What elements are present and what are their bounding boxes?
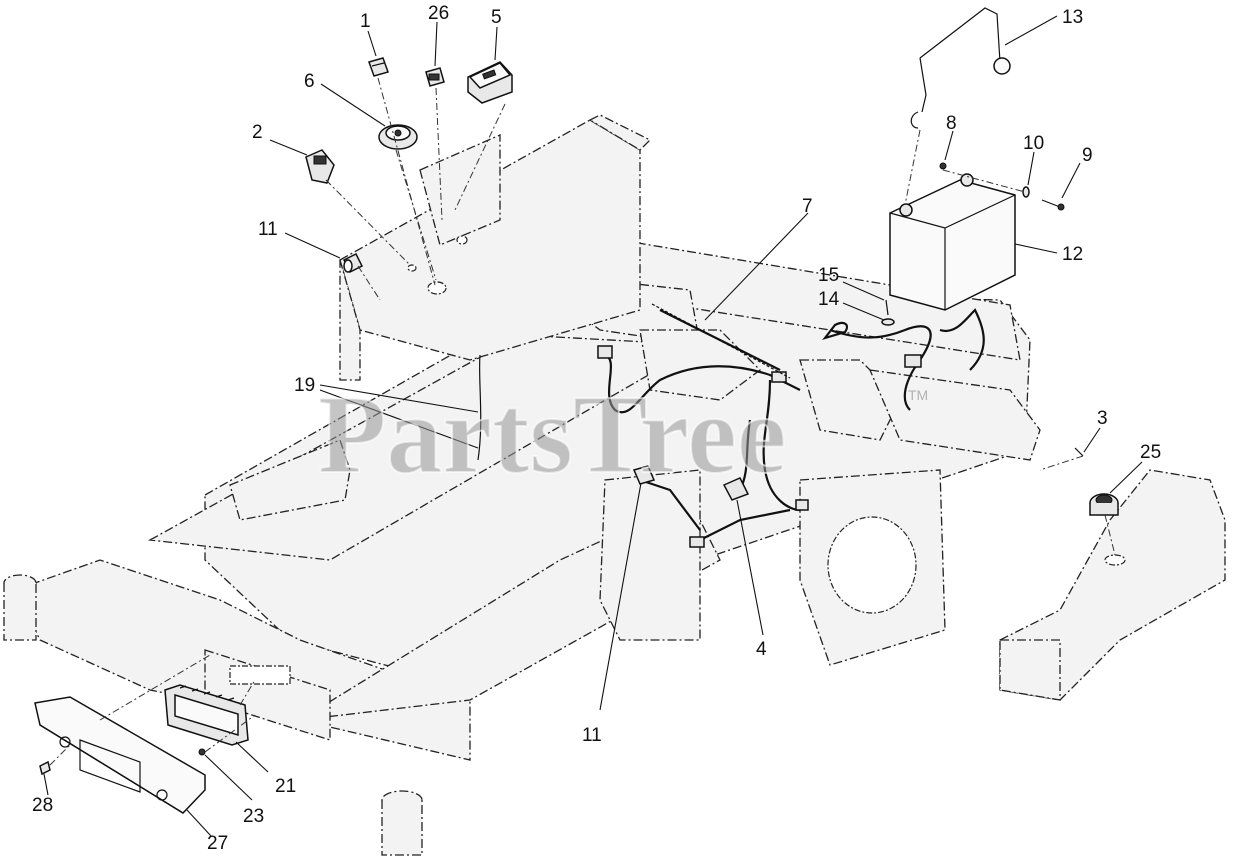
part-10-washer <box>1022 186 1030 198</box>
part-26-switch <box>425 67 445 87</box>
part-21-headlight <box>164 684 249 746</box>
callout-3: 3 <box>1097 408 1108 429</box>
light-mount-opening <box>229 665 291 685</box>
part-25-power-outlet <box>1089 493 1119 516</box>
part-4-connector <box>722 477 750 501</box>
right-side-panel <box>599 469 946 666</box>
callout-14: 14 <box>818 289 840 310</box>
console-mount-hole <box>456 235 468 245</box>
callout-6: 6 <box>304 71 315 92</box>
part-9-bolt <box>1041 199 1065 211</box>
watermark-text: PartsTree <box>318 373 787 497</box>
part-6-ignition-switch <box>378 124 418 150</box>
callout-8: 8 <box>946 113 957 134</box>
callout-15: 15 <box>818 265 839 286</box>
callout-28: 28 <box>32 795 53 816</box>
part-11-connector-lower <box>632 465 656 485</box>
part-13-holddown-rod <box>910 7 1011 129</box>
callout-7: 7 <box>802 196 813 217</box>
callout-5: 5 <box>491 7 502 28</box>
dash-console <box>339 114 652 381</box>
callout-26: 26 <box>428 3 449 24</box>
leader-lines <box>43 15 1143 837</box>
part-14-washer <box>881 318 895 326</box>
watermark: PartsTree TM <box>317 372 928 498</box>
harness-connector <box>771 371 787 383</box>
wheel-motor-opening <box>827 516 917 614</box>
harness-connector <box>689 536 705 548</box>
callout-9: 9 <box>1082 145 1093 166</box>
harness-connector <box>597 345 613 359</box>
watermark-trademark: TM <box>908 387 928 403</box>
callout-2: 2 <box>252 122 263 143</box>
callout-13: 13 <box>1062 7 1083 28</box>
part-5-hour-meter <box>467 61 513 104</box>
callout-23: 23 <box>243 806 264 827</box>
part-23-screw <box>198 748 206 756</box>
callout-19: 19 <box>294 375 315 396</box>
callout-1: 1 <box>360 11 371 32</box>
switch-mount-hole <box>407 264 417 272</box>
callout-10: 10 <box>1023 133 1044 154</box>
callout-25: 25 <box>1140 442 1161 463</box>
harness-connector <box>904 354 922 368</box>
part-19-cable <box>477 354 482 461</box>
part-8-nut <box>939 162 947 170</box>
fender-cover <box>999 469 1226 701</box>
part-28-screw <box>39 760 51 776</box>
callouts: 1 26 5 6 2 11 13 8 10 9 12 7 15 14 19 3 … <box>32 3 1161 854</box>
part-7-wire-loom <box>651 303 791 379</box>
callout-4: 4 <box>756 639 767 660</box>
harness-connector <box>795 499 809 511</box>
assembly-lines <box>49 77 1116 766</box>
callout-27: 27 <box>207 833 228 854</box>
callout-11-upper: 11 <box>258 219 278 240</box>
fender-mount-hole <box>1104 554 1126 566</box>
part-15-bolt <box>885 299 889 316</box>
front-frame <box>3 574 423 856</box>
callout-21: 21 <box>275 776 296 797</box>
callout-11-lower: 11 <box>582 725 602 746</box>
chassis-frame <box>14 239 1041 761</box>
part-1-switch-boot <box>368 57 389 77</box>
part-2-switch <box>305 149 335 184</box>
part-27-bezel <box>34 696 206 814</box>
part-3-screw <box>1074 447 1084 457</box>
ignition-mount-hole <box>427 281 447 295</box>
part-11-light-upper <box>342 252 364 274</box>
part-12-battery <box>889 173 1016 311</box>
callout-12: 12 <box>1062 244 1083 265</box>
